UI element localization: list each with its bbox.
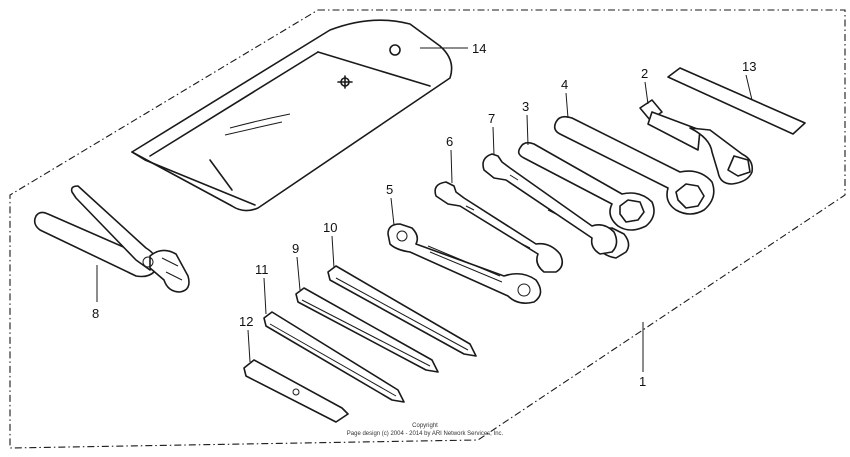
screwdriver-phillips	[295, 287, 439, 373]
callout-4: 4	[561, 77, 568, 92]
open-end-wrench	[482, 153, 618, 255]
kit-boundary-outline	[9, 9, 846, 449]
callout-1: 1	[639, 374, 646, 389]
copyright-line-2: Page design (c) 2004 - 2014 by ARI Netwo…	[347, 431, 504, 437]
callout-9: 9	[292, 241, 299, 256]
pliers	[33, 185, 190, 293]
tool-bag	[131, 19, 453, 212]
callout-13: 13	[742, 59, 756, 74]
callout-7: 7	[488, 111, 495, 126]
screwdriver-flat	[327, 265, 477, 357]
flat-blade	[243, 359, 349, 423]
callout-11: 11	[255, 262, 269, 277]
callout-6: 6	[446, 134, 453, 149]
callout-2: 2	[641, 66, 648, 81]
callout-8: 8	[92, 306, 99, 321]
callout-5: 5	[386, 182, 393, 197]
callout-14: 14	[472, 41, 486, 56]
box-wrench-large	[553, 115, 715, 215]
leader-lines	[96, 47, 753, 372]
callout-10: 10	[323, 220, 337, 235]
socket-wrench	[639, 99, 754, 185]
callout-labels: 1 2 3 4 5 6 7 8 9 10 11 12 13 14	[92, 41, 756, 389]
screwdriver-handle	[263, 311, 405, 403]
ratchet-wrench	[387, 223, 542, 304]
copyright-footer: Copyright Page design (c) 2004 - 2014 by…	[347, 423, 504, 437]
open-end-wrench-small	[434, 181, 564, 273]
copyright-line-1: Copyright	[412, 423, 438, 429]
callout-12: 12	[239, 314, 253, 329]
flat-tool	[667, 67, 806, 135]
callout-3: 3	[522, 99, 529, 114]
